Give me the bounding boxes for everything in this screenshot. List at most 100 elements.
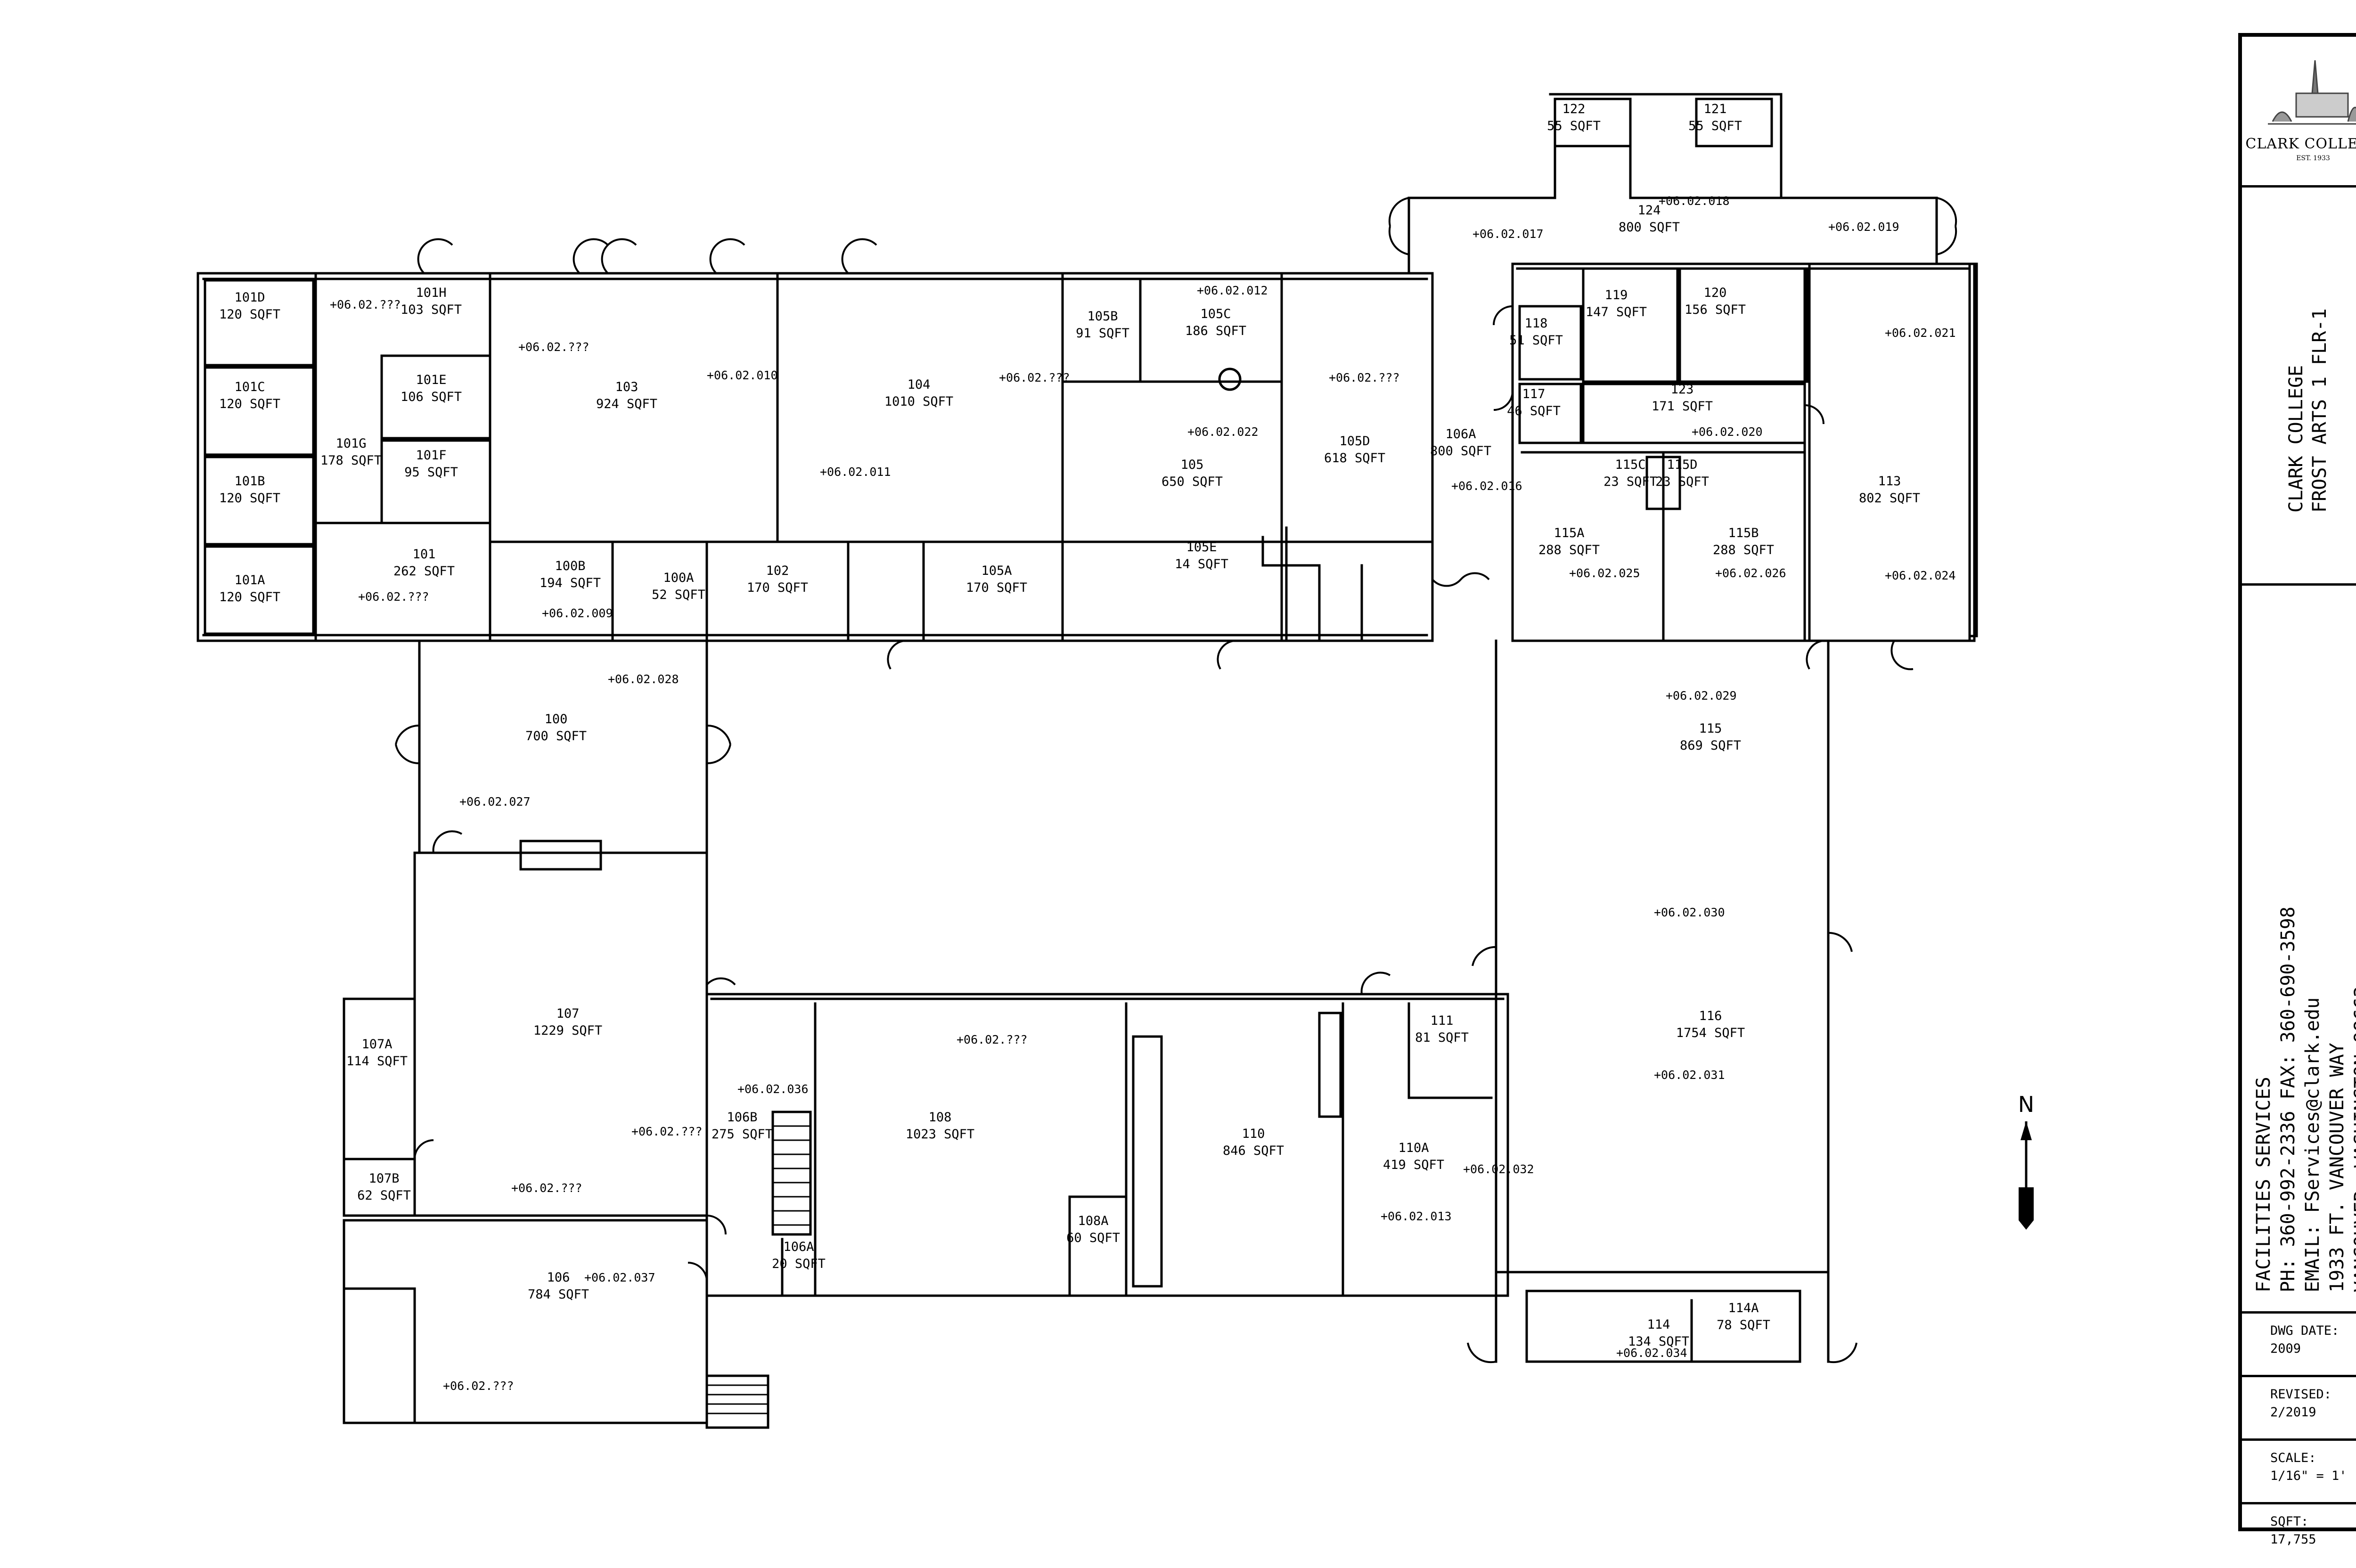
- room-area: 55 SQFT: [1688, 119, 1742, 133]
- room-area: 618 SQFT: [1324, 451, 1385, 466]
- room-number: 120: [1704, 286, 1727, 300]
- space-id-marker: +06.02.???: [957, 1033, 1028, 1046]
- room-number: 110: [1242, 1127, 1265, 1141]
- room-area: 147 SQFT: [1586, 305, 1647, 319]
- room-number: 101G: [335, 436, 366, 451]
- room-area: 55 SQFT: [1547, 119, 1601, 133]
- room-area: 171 SQFT: [1652, 399, 1713, 414]
- space-id-marker: +06.02.020: [1692, 425, 1763, 439]
- space-id-marker: +06.02.037: [584, 1271, 655, 1284]
- room-number: 106A: [783, 1240, 814, 1254]
- room-number: 106B: [727, 1110, 757, 1125]
- building-name-panel: CLARK COLLEGE FROST ARTS 1 FLR-1: [2242, 188, 2356, 586]
- room-number: 113: [1878, 474, 1901, 489]
- title-block: CLARK COLLEGE EST. 1933 CLARK COLLEGE FR…: [2238, 33, 2356, 1547]
- room-area: 924 SQFT: [596, 397, 657, 411]
- room-number: 114A: [1728, 1301, 1759, 1315]
- room-area: 846 SQFT: [1223, 1143, 1284, 1158]
- room-number: 107A: [361, 1037, 392, 1052]
- space-id-marker: +06.02.013: [1381, 1209, 1452, 1223]
- space-id-marker: +06.02.032: [1463, 1162, 1534, 1176]
- contact-panel: FACILITIES SERVICES PH: 360-992-2336 FAX…: [2242, 586, 2356, 1314]
- room-area: 51 SQFT: [1509, 333, 1563, 348]
- room-number: 123: [1671, 382, 1694, 397]
- room-number: 105A: [981, 564, 1012, 578]
- college-logo-icon: [2268, 60, 2356, 125]
- room-number: 101F: [416, 448, 446, 463]
- space-id-marker: +06.02.012: [1197, 284, 1268, 297]
- room-number: 107: [556, 1006, 580, 1021]
- room-number: 115A: [1554, 526, 1584, 540]
- room-area: 120 SQFT: [219, 491, 280, 506]
- room-area: 800 SQFT: [1619, 220, 1680, 235]
- room-number: 105E: [1186, 540, 1217, 555]
- space-id-marker: +06.02.???: [443, 1379, 514, 1393]
- revised-label: REVISED:: [2270, 1387, 2332, 1402]
- room-area: 91 SQFT: [1076, 326, 1129, 341]
- room-number: 101H: [416, 286, 446, 300]
- dwg-date-value: 2009: [2270, 1341, 2301, 1356]
- room-number: 110A: [1398, 1141, 1429, 1155]
- room-area: 20 SQFT: [772, 1257, 826, 1271]
- space-id-marker: +06.02.017: [1472, 227, 1544, 241]
- room-area: 95 SQFT: [404, 465, 458, 480]
- sqft-value: 17,755: [2270, 1532, 2316, 1547]
- room-number: 108: [929, 1110, 952, 1125]
- revised-cell: REVISED: 2/2019: [2242, 1377, 2356, 1441]
- space-id-marker: +06.02.019: [1828, 220, 1899, 234]
- space-id-marker: +06.02.011: [820, 465, 891, 479]
- room-area: 802 SQFT: [1859, 491, 1920, 506]
- space-id-marker: +06.02.036: [737, 1082, 809, 1096]
- room-area: 262 SQFT: [393, 564, 455, 579]
- sqft-cell: SQFT: 17,755: [2242, 1504, 2356, 1568]
- phone-fax: PH: 360-992-2336 FAX: 360-690-3598: [2277, 906, 2299, 1292]
- room-number: 117: [1522, 387, 1546, 401]
- room-number: 122: [1562, 102, 1586, 116]
- room-number: 106: [547, 1270, 570, 1285]
- room-number: 105: [1181, 457, 1204, 472]
- room-area: 23 SQFT: [1655, 474, 1709, 489]
- room-number: 101C: [234, 380, 265, 394]
- space-id-marker: +06.02.???: [1329, 371, 1400, 384]
- space-id-marker: +06.02.034: [1616, 1346, 1687, 1360]
- space-id-marker: +06.02.024: [1885, 569, 1956, 582]
- room-number: 100: [545, 712, 568, 727]
- room-number: 124: [1638, 203, 1661, 218]
- address-line-1: 1933 FT. VANCOUVER WAY: [2326, 1043, 2348, 1292]
- scale-cell: SCALE: 1/16" = 1': [2242, 1441, 2356, 1504]
- room-area: 650 SQFT: [1162, 474, 1223, 489]
- college-name: CLARK COLLEGE: [2285, 365, 2307, 513]
- room-number: 115D: [1667, 457, 1697, 472]
- room-number: 100B: [555, 559, 585, 573]
- logo-est: EST. 1933: [2296, 155, 2330, 162]
- space-id-marker: +06.02.018: [1659, 194, 1730, 208]
- room-area: 178 SQFT: [320, 453, 382, 468]
- room-number: 116: [1699, 1009, 1722, 1023]
- room-area: 120 SQFT: [219, 307, 280, 322]
- space-id-marker: +06.02.???: [358, 590, 429, 604]
- room-area: 275 SQFT: [712, 1127, 773, 1142]
- email: EMAIL: FServices@clark.edu: [2302, 997, 2323, 1292]
- room-area: 170 SQFT: [747, 580, 808, 595]
- room-area: 784 SQFT: [528, 1287, 589, 1302]
- room-area: 1023 SQFT: [906, 1127, 974, 1142]
- space-id-marker: +06.02.025: [1569, 566, 1640, 580]
- room-area: 288 SQFT: [1538, 543, 1600, 557]
- door-swings: [395, 197, 1957, 1364]
- room-number: 105B: [1087, 309, 1118, 324]
- space-ids: +06.02.018 +06.02.017 +06.02.019 +06.02.???…: [330, 194, 1956, 1393]
- logo: CLARK COLLEGE EST. 1933: [2242, 37, 2356, 188]
- room-number: 101A: [234, 573, 265, 588]
- room-area: 194 SQFT: [540, 576, 601, 590]
- space-id-marker: +06.02.022: [1187, 425, 1259, 439]
- space-id-marker: +06.02.028: [608, 672, 679, 686]
- room-area: 1754 SQFT: [1676, 1026, 1745, 1040]
- logo-name: CLARK COLLEGE: [2245, 136, 2356, 152]
- space-id-marker: +06.02.???: [511, 1181, 582, 1195]
- room-number: 105C: [1200, 307, 1231, 321]
- room-number: 107B: [368, 1171, 399, 1186]
- room-area: 120 SQFT: [219, 590, 280, 604]
- room-number: 101B: [234, 474, 265, 489]
- room-area: 106 SQFT: [401, 390, 462, 404]
